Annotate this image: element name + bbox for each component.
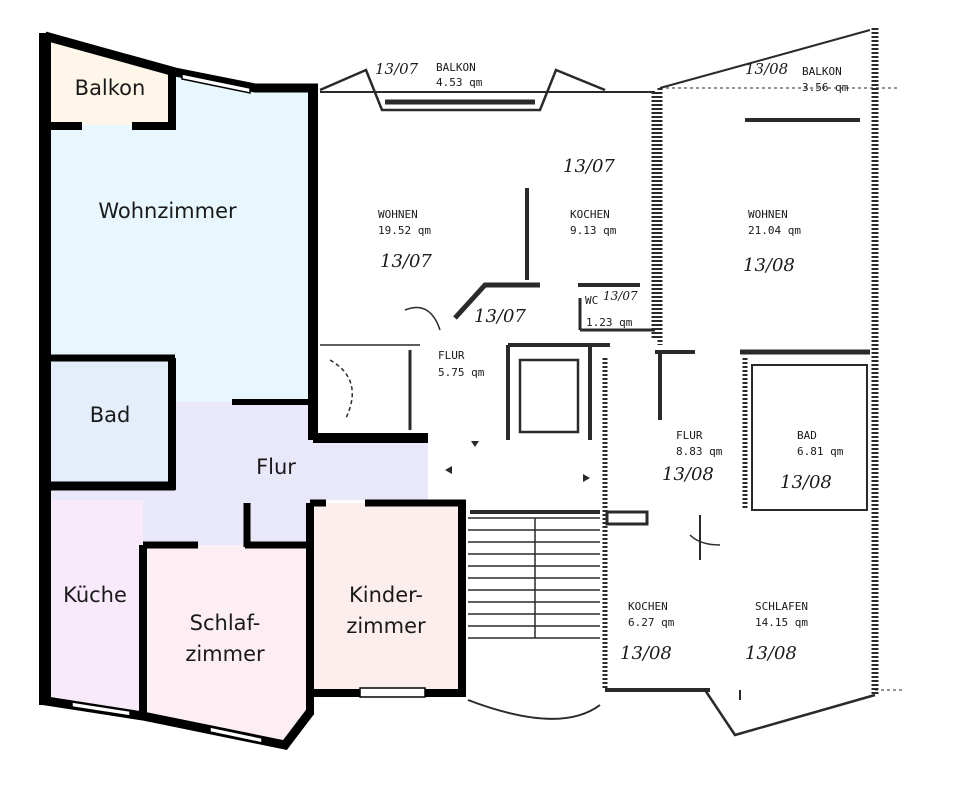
scan-schlafen-mark: 13/08 (745, 643, 797, 664)
label-kinderzimmer-line2: zimmer (346, 614, 426, 638)
room-kueche (50, 500, 143, 712)
scan-balkon-left-name: BALKON (436, 61, 476, 74)
scan-balkon-right-area: 3.56 qm (802, 81, 849, 94)
scan-mark-top-center: 13/07 (563, 156, 615, 177)
colored-apartment (39, 31, 466, 750)
label-schlafzimmer-line1: Schlaf- (189, 611, 261, 635)
scan-wohnen-left-mark: 13/07 (380, 251, 432, 272)
scan-balkon-left-area: 4.53 qm (436, 76, 483, 89)
scan-bad-right-mark: 13/08 (780, 472, 832, 493)
label-kinderzimmer-line1: Kinder- (348, 583, 424, 607)
scan-wohnen-left-area: 19.52 qm (378, 224, 431, 237)
scan-flur-left-name: FLUR (438, 349, 465, 362)
scan-mark-corridor: 13/07 (474, 306, 526, 327)
scan-kochen-right-area: 6.27 qm (628, 616, 675, 629)
scan-flur-right-name: FLUR (676, 429, 703, 442)
room-flur (50, 402, 428, 545)
scan-wohnen-right-area: 21.04 qm (748, 224, 801, 237)
scan-bad-right-area: 6.81 qm (797, 445, 844, 458)
windows (71, 73, 426, 744)
room-kinderzimmer (313, 503, 462, 692)
scan-wohnen-right-name: WOHNEN (748, 208, 788, 221)
scan-wohnen-left-name: WOHNEN (378, 208, 418, 221)
scan-flur-right-area: 8.83 qm (676, 445, 723, 458)
scanned-plan (319, 28, 905, 737)
scan-schlafen-name: SCHLAFEN (755, 600, 808, 613)
label-schlafzimmer-line2: zimmer (185, 642, 265, 666)
room-bad (50, 358, 172, 483)
scan-schlafen-area: 14.15 qm (755, 616, 808, 629)
room-schlafzimmer (143, 545, 310, 745)
scan-balkon-left-mark: 13/07 (375, 60, 419, 78)
label-bad: Bad (89, 403, 131, 427)
label-wohnzimmer: Wohnzimmer (98, 199, 237, 223)
label-kueche: Küche (63, 583, 127, 607)
scan-kochen-left-name: KOCHEN (570, 208, 610, 221)
scan-bad-right-name: BAD (797, 429, 817, 442)
scan-wc-area: 1.23 qm (586, 316, 633, 329)
scan-balkon-right-mark: 13/08 (745, 60, 789, 78)
scan-flur-left-area: 5.75 qm (438, 366, 485, 379)
scan-wohnen-right-mark: 13/08 (743, 255, 795, 276)
scan-balkon-right-name: BALKON (802, 65, 842, 78)
scan-wc-mark: 13/07 (603, 289, 638, 303)
scan-flur-right-mark: 13/08 (662, 464, 714, 485)
scan-kochen-right-name: KOCHEN (628, 600, 668, 613)
label-balkon: Balkon (74, 76, 146, 100)
scan-kochen-left-area: 9.13 qm (570, 224, 617, 237)
room-wohnzimmer (50, 72, 310, 402)
room-balkon (50, 40, 172, 125)
scan-wc-name: WC (585, 294, 599, 307)
label-flur: Flur (256, 455, 296, 479)
scan-kochen-right-mark: 13/08 (620, 643, 672, 664)
